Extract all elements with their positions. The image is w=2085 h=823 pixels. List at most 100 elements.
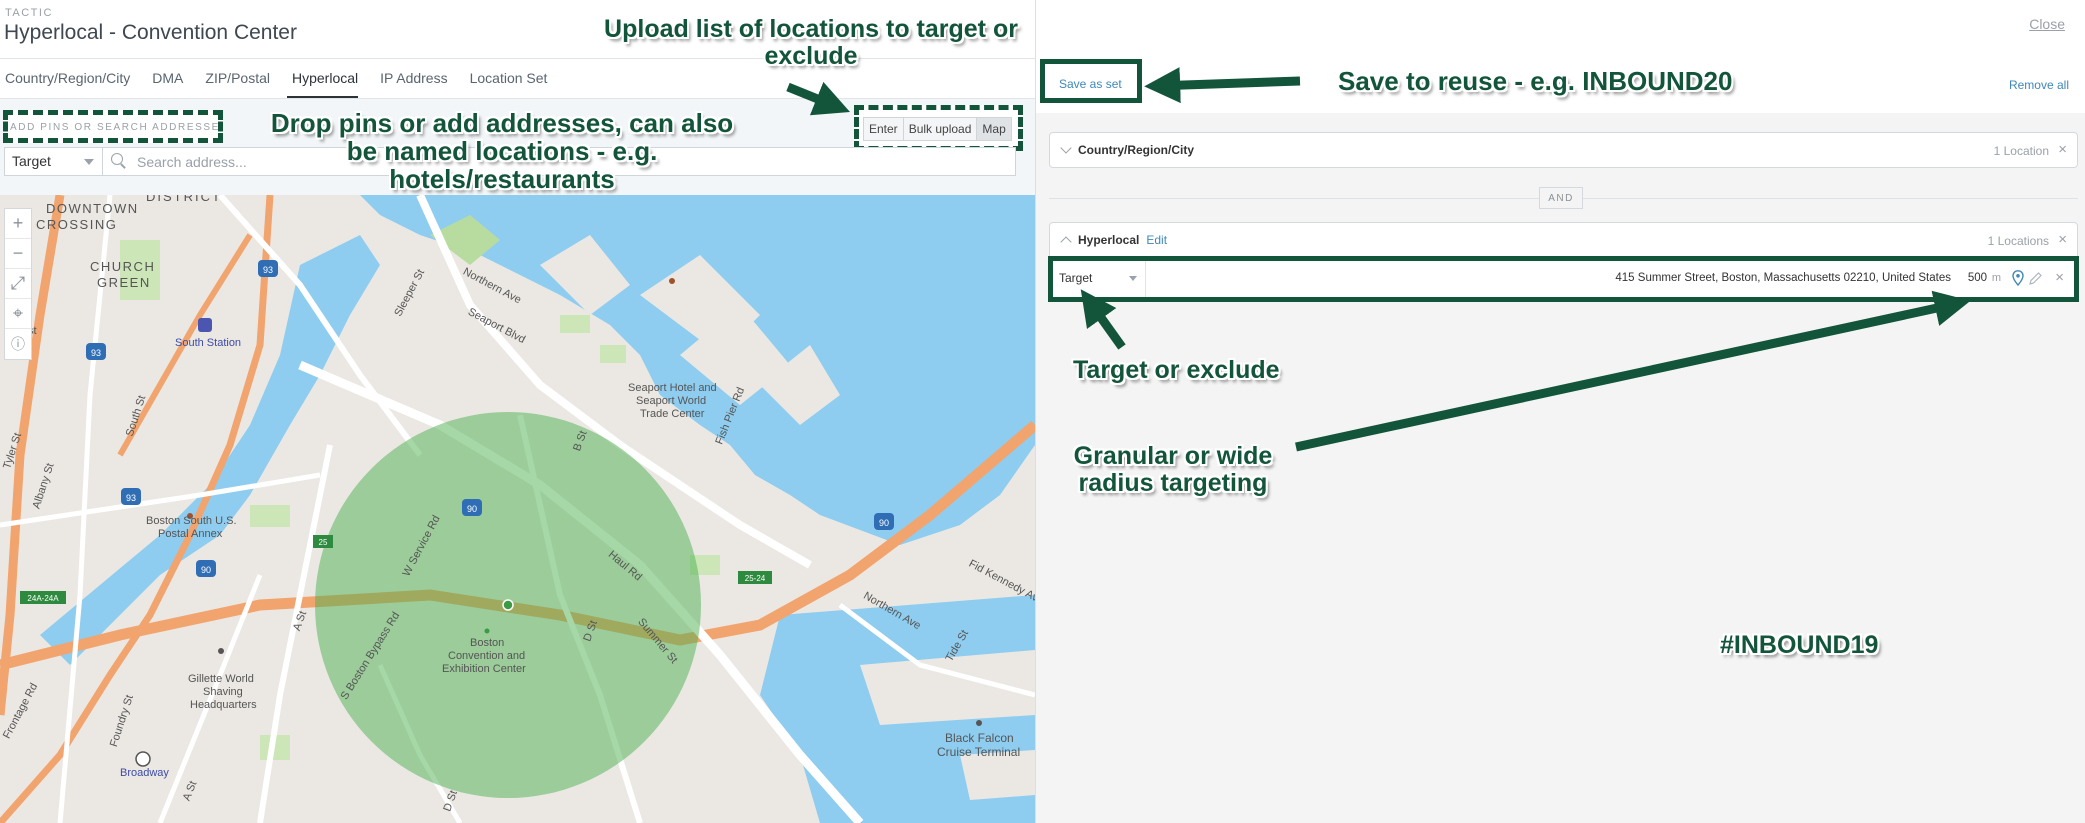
fullscreen-icon[interactable]: ⤢ (5, 269, 31, 299)
tactic-editor-pane: TACTIC Hyperlocal - Convention Center Co… (0, 0, 1035, 823)
pier (540, 235, 630, 315)
card-header: Country/Region/City (1060, 142, 1194, 157)
broadway-station-icon (135, 751, 151, 767)
zoom-out-icon[interactable]: − (5, 239, 31, 269)
south-station-icon (198, 318, 212, 332)
road (217, 195, 423, 457)
interstate-93-shield-3: 93 (121, 488, 141, 505)
map-view[interactable]: 93 93 93 90 90 90 25 25-24 24A-24A DOWNT… (0, 195, 1035, 823)
map-label: Cruise Terminal (937, 745, 1021, 759)
mode-enter-button[interactable]: Enter (863, 117, 904, 141)
poi-marker (187, 513, 193, 519)
map-label: CHURCH (90, 259, 156, 274)
target-exclude-select[interactable]: Target (5, 148, 103, 175)
mode-bulk-upload-button[interactable]: Bulk upload (903, 117, 978, 141)
map-canvas: 93 93 93 90 90 90 25 25-24 24A-24A (0, 195, 1035, 823)
location-address: 415 Summer Street, Boston, Massachusetts… (1615, 272, 1951, 284)
location-target-value: Target (1059, 271, 1093, 285)
close-icon[interactable]: × (2058, 231, 2067, 248)
locate-icon[interactable]: ⌖ (5, 299, 31, 329)
map-controls: + − ⤢ ⌖ ⓘ (4, 208, 32, 360)
selected-locations-header (1036, 0, 2085, 113)
map-label: DISTRICT (146, 195, 222, 204)
svg-text:93: 93 (91, 348, 101, 358)
tab-location-set[interactable]: Location Set (469, 70, 548, 86)
highway (117, 233, 253, 457)
svg-text:90: 90 (879, 518, 889, 528)
target-select-value: Target (12, 153, 51, 169)
remove-all-link[interactable]: Remove all (2008, 78, 2069, 92)
map-label: Black Falcon (945, 731, 1014, 745)
country-region-city-card[interactable]: Country/Region/City 1 Location × (1049, 132, 2078, 168)
help-icon[interactable]: ⓘ (11, 336, 25, 352)
selected-locations-pane: Close Save as set Remove all Country/Reg… (1035, 0, 2085, 823)
park (430, 215, 500, 265)
map-label: Seaport World (636, 395, 707, 407)
input-mode-toggle: Enter Bulk upload Map (854, 105, 1023, 151)
annotation-upload: Upload list of locations to target or ex… (604, 15, 1018, 70)
map-label: South Station (175, 337, 242, 349)
map-label: Boston South U.S. (146, 515, 237, 527)
poi-marker (976, 720, 982, 726)
map-label: Gillette World (188, 673, 254, 685)
address-search-input[interactable] (133, 148, 1015, 175)
and-operator-badge: AND (1539, 187, 1583, 209)
close-icon[interactable]: × (2055, 269, 2064, 286)
location-type-tabs: Country/Region/City DMA ZIP/Postal Hyper… (0, 62, 564, 98)
pier (960, 750, 1035, 800)
interstate-93-shield-1: 93 (258, 260, 278, 277)
poi-marker (484, 628, 490, 634)
map-pin-icon[interactable] (2012, 270, 2024, 286)
map-label: GREEN (97, 275, 151, 290)
radius-value[interactable]: 500 (1967, 272, 1987, 284)
route-25-24-shield: 25-24 (738, 571, 772, 584)
map-label: Broadway (120, 767, 169, 779)
map-label: Convention and (448, 650, 526, 662)
header-divider (0, 58, 1035, 59)
close-icon[interactable]: × (2058, 141, 2067, 158)
zoom-in-icon[interactable]: + (5, 209, 31, 239)
map-label: CROSSING (36, 217, 118, 232)
chevron-down-icon (1060, 142, 1072, 154)
poi-marker (669, 278, 675, 284)
map-label: Shaving (203, 686, 243, 698)
interstate-93-shield-2: 93 (86, 343, 106, 360)
park (120, 240, 160, 300)
svg-text:25-24: 25-24 (745, 574, 766, 583)
search-icon (111, 153, 129, 171)
svg-text:93: 93 (126, 493, 136, 503)
tab-zip-postal[interactable]: ZIP/Postal (205, 70, 270, 86)
page-title: Hyperlocal - Convention Center (4, 21, 297, 44)
chevron-up-icon[interactable] (1060, 236, 1072, 248)
card-title: Country/Region/City (1078, 143, 1194, 157)
tab-hyperlocal[interactable]: Hyperlocal (287, 62, 359, 98)
tab-country-region-city[interactable]: Country/Region/City (5, 70, 131, 86)
mode-map-button[interactable]: Map (977, 117, 1012, 141)
map-label: Seaport Hotel and (628, 382, 717, 394)
edit-hyperlocal-link[interactable]: Edit (1146, 233, 1168, 247)
harbor-water (360, 195, 1035, 545)
pier (680, 305, 790, 405)
location-count: 1 Locations (1987, 234, 2049, 248)
chevron-down-icon (1129, 276, 1137, 281)
location-target-select[interactable]: Target (1053, 261, 1146, 297)
svg-text:90: 90 (467, 504, 477, 514)
interstate-90-shield-1: 90 (462, 499, 482, 516)
close-link[interactable]: Close (2029, 16, 2065, 32)
tab-dma[interactable]: DMA (152, 70, 184, 86)
save-as-set-button[interactable]: Save as set (1040, 59, 1142, 103)
location-count: 1 Location (1993, 144, 2049, 158)
road (416, 195, 812, 569)
annotation-hashtag: #INBOUND19 (1720, 631, 1879, 659)
map-label: Headquarters (190, 699, 257, 711)
svg-text:24A-24A: 24A-24A (27, 594, 59, 603)
interstate-90-shield-3: 90 (874, 513, 894, 530)
address-search-row: Target (4, 147, 1016, 176)
pier (860, 650, 1035, 725)
park (560, 315, 590, 333)
tab-ip-address[interactable]: IP Address (380, 70, 448, 86)
radius-unit: m (1991, 272, 2001, 284)
svg-text:90: 90 (201, 565, 211, 575)
pencil-icon[interactable] (2028, 270, 2042, 286)
